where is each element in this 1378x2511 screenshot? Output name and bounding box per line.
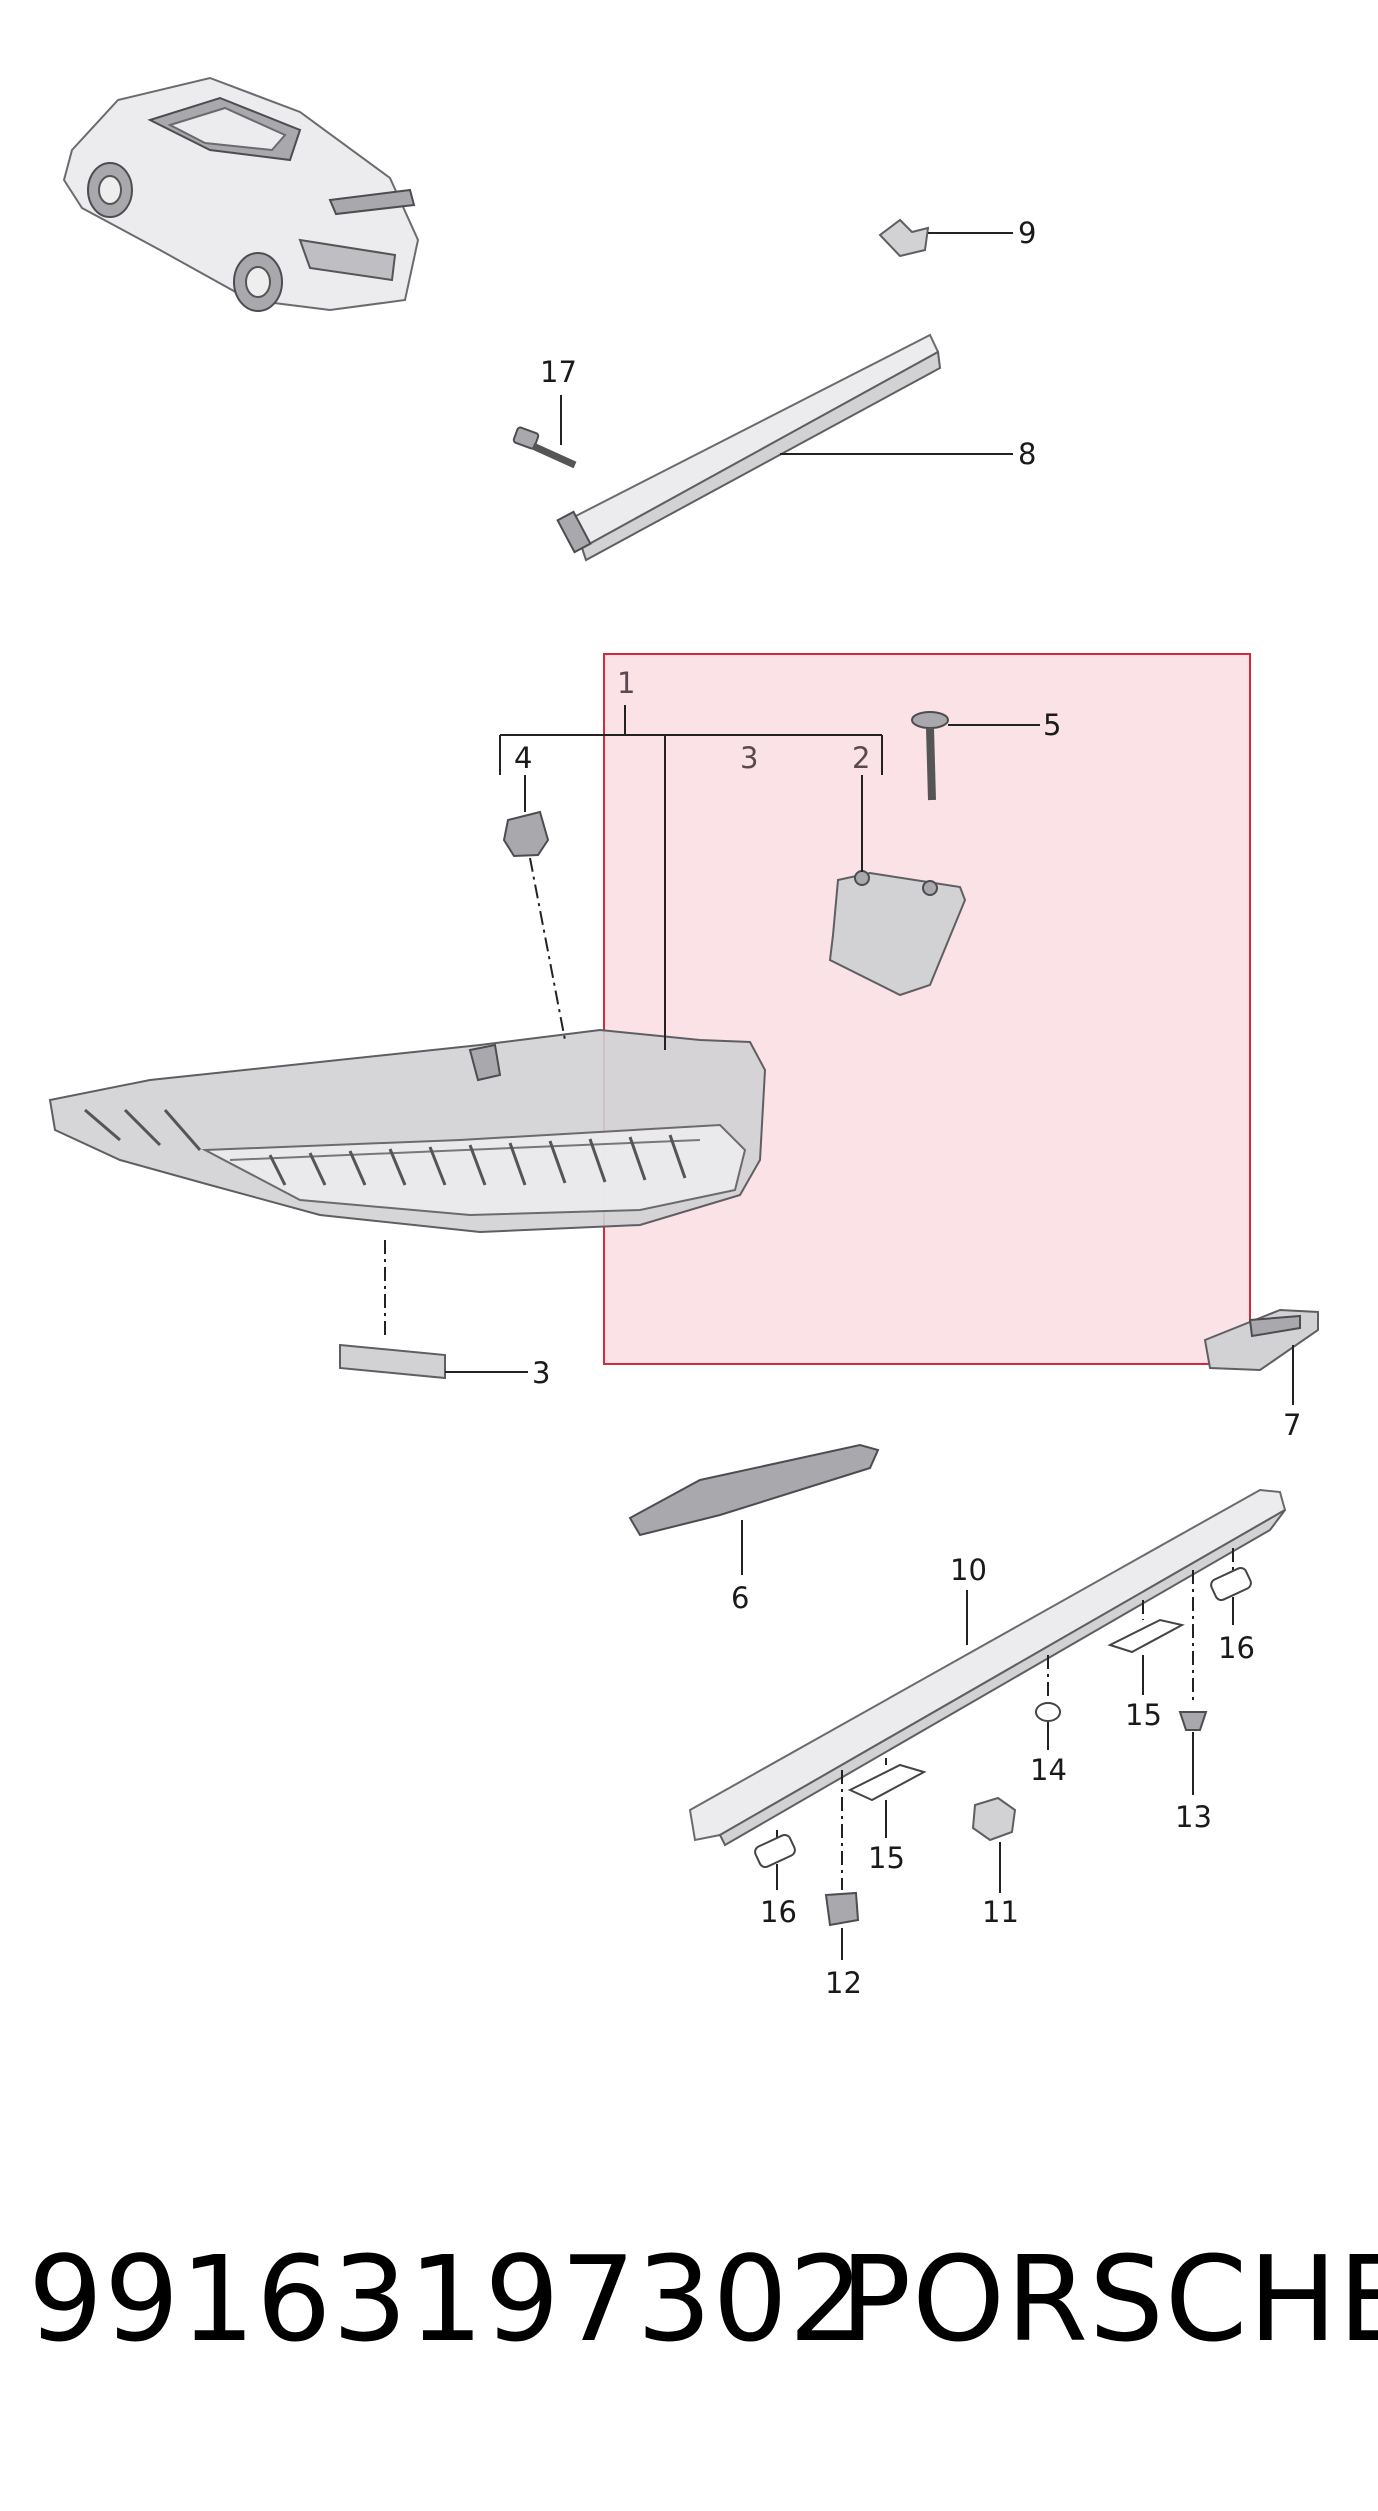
callout-13: 13 <box>1175 1800 1212 1834</box>
callout-10: 10 <box>950 1553 987 1587</box>
light-part-7 <box>1203 1308 1319 1405</box>
trim-strip-part-10 <box>688 1488 1287 1847</box>
callout-11: 11 <box>982 1895 1019 1929</box>
callout-12: 12 <box>825 1966 862 2000</box>
callout-2: 2 <box>852 741 870 775</box>
callout-9: 9 <box>1018 216 1036 250</box>
callout-5: 5 <box>1043 708 1061 742</box>
callout-labels: 9 17 8 1 5 4 3 2 3 7 10 6 16 15 14 13 15… <box>514 216 1301 2000</box>
callout-15-left: 15 <box>868 1841 905 1875</box>
callout-15-right: 15 <box>1125 1698 1162 1732</box>
brand-name: PORSCHE <box>840 2230 1378 2368</box>
callout-1: 1 <box>617 666 635 700</box>
callout-6: 6 <box>731 1581 749 1615</box>
pad-part-3 <box>339 1240 528 1380</box>
reflector-part-6 <box>628 1443 880 1575</box>
callout-16-left: 16 <box>760 1895 797 1929</box>
highlight-box <box>603 653 1251 1365</box>
screw-part-5 <box>911 711 1040 801</box>
car-thumbnail <box>62 76 420 312</box>
callout-8: 8 <box>1018 437 1036 471</box>
callout-7: 7 <box>1283 1408 1301 1442</box>
bar-part-8 <box>556 333 1013 562</box>
callout-14: 14 <box>1030 1753 1067 1787</box>
callout-16-right: 16 <box>1218 1631 1255 1665</box>
callout-17: 17 <box>540 355 577 389</box>
bolt-part-17 <box>512 395 577 469</box>
buffer-part-4 <box>502 775 566 1041</box>
fasteners-group <box>754 1548 1252 1960</box>
callout-4: 4 <box>514 741 532 775</box>
part-number: 99163197302 <box>28 2230 865 2368</box>
bracket-part-2 <box>828 775 967 997</box>
tail-light-part-1 <box>48 1028 767 1234</box>
callout-3-box: 3 <box>740 741 758 775</box>
leader-lines-part-1 <box>499 705 883 1050</box>
callout-3: 3 <box>532 1356 550 1390</box>
footer: 99163197302 PORSCHE <box>0 2240 1378 2420</box>
clip-part-9 <box>878 218 1013 258</box>
